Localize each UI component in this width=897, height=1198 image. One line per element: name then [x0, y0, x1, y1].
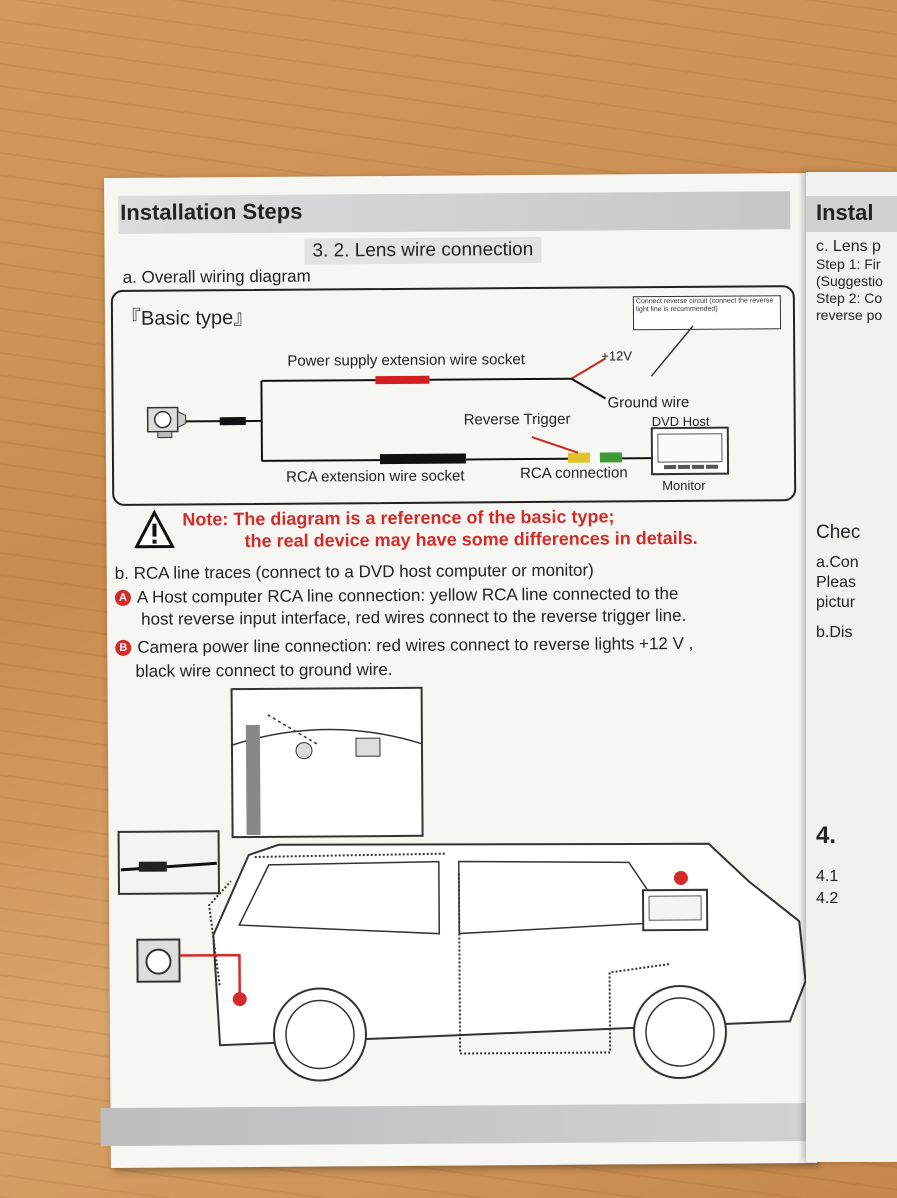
ground-wire-label: Ground wire [607, 393, 690, 412]
manual-page-right: Instal c. Lens p Step 1: Fir (Suggestio … [806, 172, 897, 1162]
right-section-4: 4. [816, 822, 837, 849]
warning-triangle-icon [134, 509, 175, 549]
right-pictur: pictur [816, 594, 856, 611]
wiring-diagram [146, 325, 730, 476]
right-b-dis: b.Dis [816, 624, 853, 641]
item-b-line-2: black wire connect to ground wire. [135, 659, 393, 681]
plus-12v-label: +12V [601, 348, 633, 364]
right-line-5: reverse po [816, 307, 883, 323]
right-a-con: a.Con [816, 554, 859, 571]
note-row: Note: The diagram is a reference of the … [134, 503, 794, 558]
subsection-a-title: a. Overall wiring diagram [122, 266, 311, 287]
right-4-1: 4.1 [816, 868, 839, 885]
right-line-4: Step 2: Co [816, 290, 883, 306]
page-header-title: Installation Steps [120, 198, 303, 225]
right-4-2: 4.2 [816, 890, 839, 907]
note-line-1: Note: The diagram is a reference of the … [182, 506, 615, 530]
rca-connection-label: RCA connection [520, 464, 628, 483]
right-line-2: Step 1: Fir [816, 256, 881, 272]
right-line-3: (Suggestio [816, 273, 883, 289]
section-title: 3. 2. Lens wire connection [304, 236, 542, 265]
dvd-host-label: DVD Host [651, 413, 710, 430]
badge-a: A [114, 589, 131, 606]
footer-bar [100, 1102, 845, 1147]
rca-socket-label: RCA extension wire socket [286, 467, 465, 486]
right-pleas: Pleas [816, 574, 857, 591]
manual-page-left: Installation Steps 3. 2. Lens wire conne… [100, 173, 845, 1168]
monitor-icon [650, 426, 730, 476]
note-line-2: the real device may have some difference… [244, 527, 698, 552]
reverse-trigger-label: Reverse Trigger [463, 410, 571, 429]
subsection-b-title: b. RCA line traces (connect to a DVD hos… [114, 560, 594, 583]
right-header-bar [806, 196, 897, 232]
item-a-line-2: host reverse input interface, red wires … [141, 605, 687, 629]
power-socket-label: Power supply extension wire socket [287, 351, 525, 370]
right-header-title: Instal [816, 200, 874, 225]
car-illustration [117, 686, 807, 1082]
right-line-1: c. Lens p [816, 238, 881, 255]
badge-b: B [115, 639, 132, 656]
right-chec: Chec [816, 522, 861, 543]
camera-icon [146, 406, 187, 439]
monitor-label: Monitor [662, 477, 706, 494]
